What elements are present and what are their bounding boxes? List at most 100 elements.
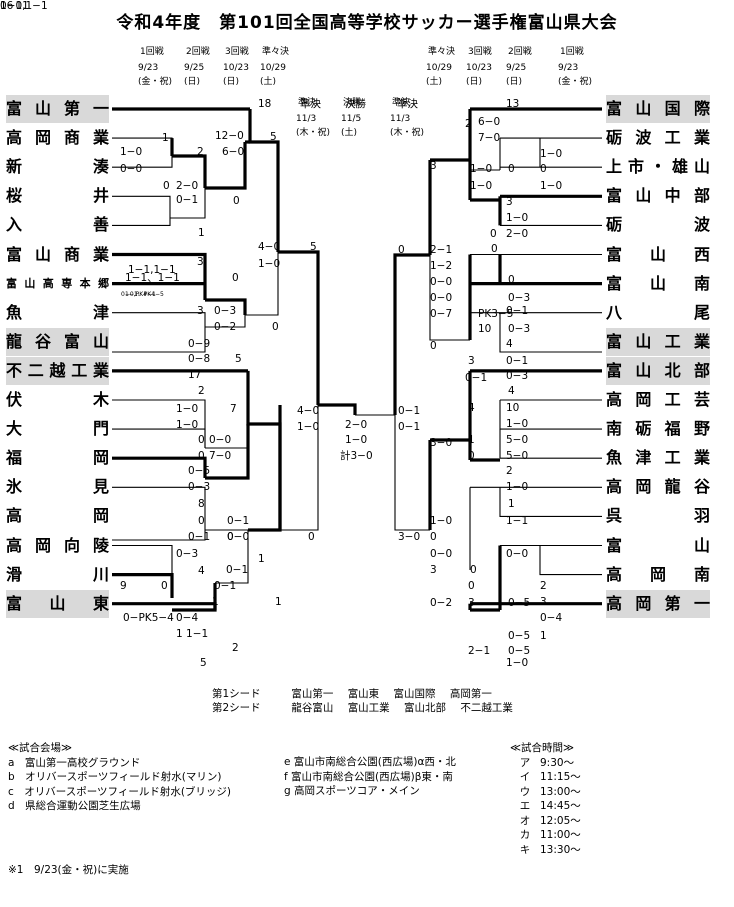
- score-label: 5: [200, 657, 207, 669]
- score-label: 2: [197, 146, 204, 158]
- score-label: 0−3: [176, 548, 199, 560]
- team-name: 高岡龍谷: [606, 477, 710, 497]
- score-label: 決勝: [345, 98, 366, 110]
- bracket-line: [172, 154, 207, 188]
- score-label: 0−3: [508, 323, 531, 335]
- score-label: 0−1: [214, 580, 237, 592]
- score-label: 0−5: [508, 645, 531, 657]
- score-label: 1: [468, 434, 475, 446]
- venue-item: c オリバースポーツフィールド射水(ブリッジ): [8, 785, 232, 798]
- team-name: 呉羽: [606, 506, 710, 526]
- score-label: 1−1、PK4−5: [125, 291, 164, 298]
- round-label-l-r3: 3回戦: [225, 47, 249, 57]
- bracket-line: [112, 312, 206, 353]
- bracket-line: [394, 415, 430, 531]
- left-team: 滑川: [6, 561, 109, 589]
- score-label: 0−1: [176, 194, 199, 206]
- venue-heading: ≪試合会場≫: [8, 742, 72, 754]
- time-key: オ: [519, 814, 531, 827]
- score-label: 3−0: [430, 437, 453, 449]
- score-label: 5: [235, 353, 242, 365]
- bracket-line: [112, 456, 207, 478]
- score-label: 1: [258, 553, 265, 565]
- team-name: 滑川: [6, 564, 109, 584]
- score-label: 0−1: [465, 372, 488, 384]
- score-label: 準決: [300, 98, 321, 110]
- score-label: 1−0: [430, 515, 453, 527]
- venue-item: a 富山第一高校グラウンド: [8, 756, 141, 769]
- round-label-r-r3: 10/23: [466, 63, 492, 73]
- score-label: 0−7: [430, 308, 453, 320]
- score-label: 3: [430, 564, 437, 576]
- score-label: 2: [540, 580, 547, 592]
- time-value: 13:00〜: [540, 785, 581, 798]
- score-label: 12−0: [215, 130, 244, 142]
- left-team: 福岡: [6, 444, 109, 472]
- score-label: 2−0: [345, 419, 368, 431]
- round-label-l-r3: (日): [223, 77, 240, 87]
- left-team: 氷見: [6, 473, 109, 501]
- left-team: 高岡向陵: [6, 532, 109, 560]
- footnote: ※1 9/23(金・祝)に実施: [8, 864, 129, 876]
- score-label: 1: [212, 596, 219, 608]
- team-name: 高岡: [6, 506, 109, 526]
- bracket-line: [245, 252, 279, 316]
- score-label: 3: [197, 256, 204, 268]
- score-label: 1−0: [506, 418, 529, 430]
- venue-list: ≪試合会場≫ a 富山第一高校グラウンド b オリバースポーツフィールド射水(マ…: [8, 741, 231, 814]
- right-team: 富山中部: [606, 182, 710, 210]
- team-name: 入善: [6, 215, 109, 235]
- left-team: 龍谷富山: [6, 327, 109, 356]
- time-heading: ≪試合時間≫: [510, 742, 574, 754]
- round-label-l-r2: (日): [184, 77, 201, 87]
- score-label: 0−3: [188, 481, 211, 493]
- left-team: 伏木: [6, 386, 109, 414]
- score-label: 5−0: [506, 450, 529, 462]
- team-name: 高岡第一: [606, 593, 710, 613]
- score-label: 0−5: [508, 597, 531, 609]
- score-label: 10: [478, 323, 492, 335]
- score-label: 0: [430, 340, 437, 352]
- bracket-line: [112, 195, 171, 226]
- time-key: ア: [519, 756, 531, 769]
- score-label: 0: [227, 531, 234, 543]
- time-key: イ: [519, 771, 531, 783]
- round-label-r-r1: 9/23: [558, 63, 579, 73]
- score-label: 2−1: [430, 244, 453, 256]
- seed-team: 富山第一: [291, 688, 334, 700]
- left-team: 富山東: [6, 589, 109, 618]
- team-name: 魚津: [6, 302, 109, 322]
- score-label: 3: [430, 160, 437, 172]
- score-label: 0: [163, 180, 170, 192]
- score-label: 0−0: [227, 531, 250, 543]
- score-label: 1−0: [258, 258, 281, 270]
- venue-item: g 高岡スポーツコア・メイン: [284, 785, 420, 797]
- score-label: 1−0: [540, 148, 563, 160]
- bracket-line: [205, 424, 250, 480]
- right-team: 富山: [606, 532, 710, 560]
- left-team: 富山第一: [6, 95, 109, 123]
- score-label: 0−PK5−4: [123, 612, 174, 624]
- score-label: 2−1: [468, 645, 491, 657]
- bracket-line: [246, 370, 282, 530]
- left-team: 桜井: [6, 182, 109, 210]
- score-label: 1−1、1−1: [125, 272, 180, 284]
- score-label: 5: [310, 241, 317, 253]
- score-label: 0−5: [508, 630, 531, 642]
- time-value: 9:30〜: [540, 756, 575, 769]
- score-label: 1−0: [506, 657, 529, 669]
- time-row: ア 9:30〜: [510, 756, 581, 771]
- seed-team: 富山北部: [404, 702, 447, 714]
- score-label: 7−0: [209, 450, 232, 462]
- score-label: 0: [508, 163, 515, 175]
- score-label: 1: [275, 596, 282, 608]
- score-label: PK3−5: [478, 308, 514, 320]
- round-label-l-r1: (金・祝): [138, 77, 173, 87]
- right-team: 高岡南: [606, 561, 710, 589]
- venue-list-2: e 富山市南総合公園(西広場)α西・北 f 富山市南総合公園(西広場)β東・南 …: [284, 755, 456, 799]
- score-label: 8: [198, 498, 205, 510]
